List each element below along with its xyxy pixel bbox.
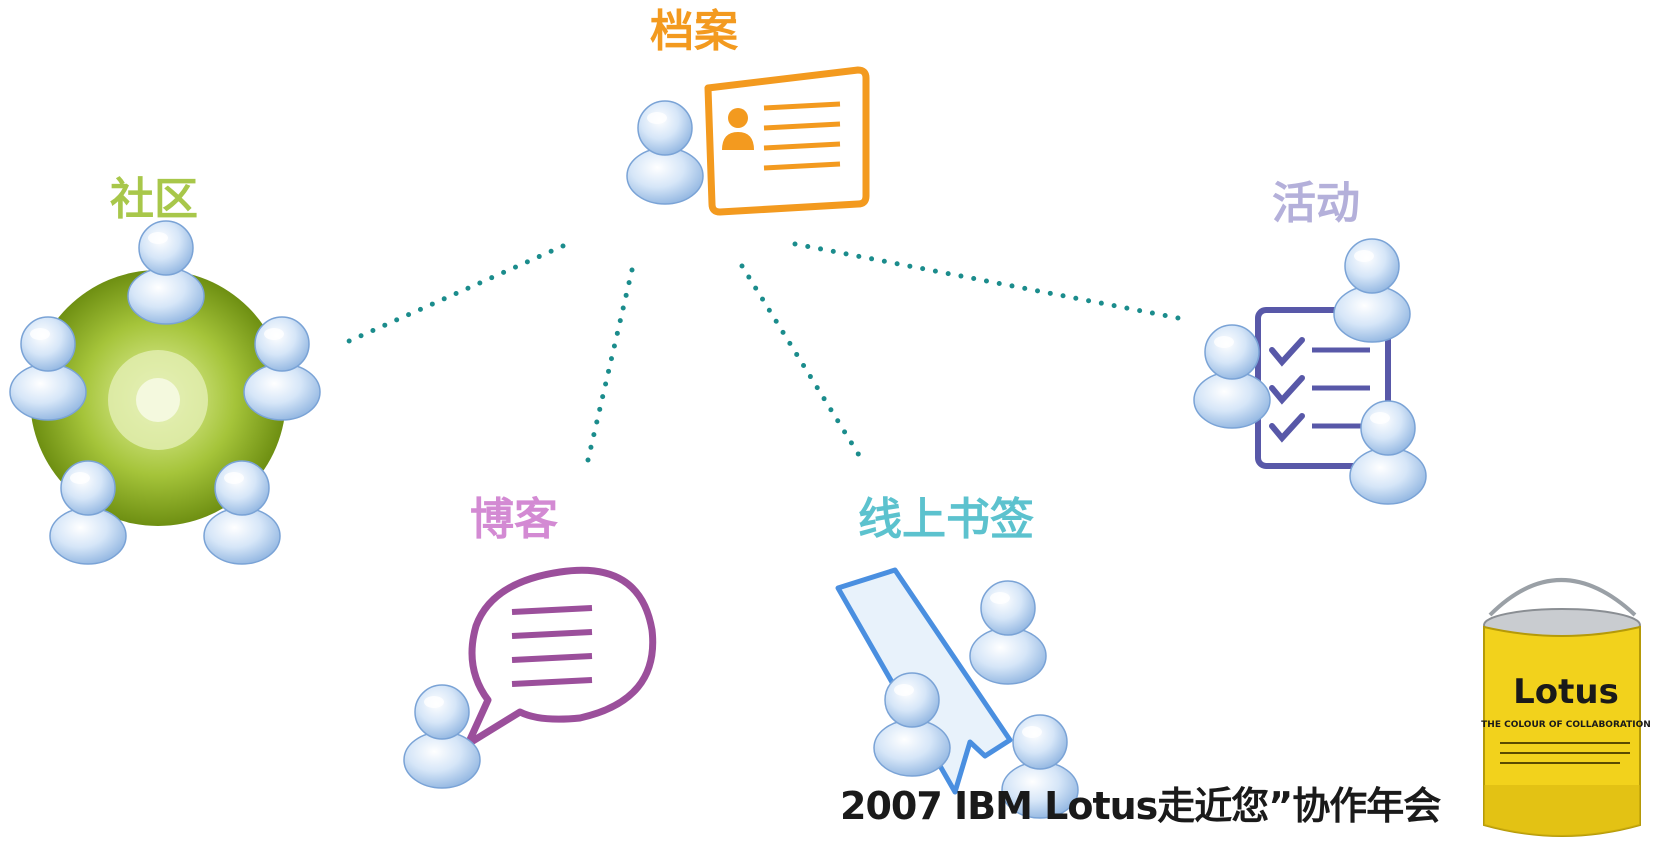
event-title: 2007 IBM Lotus走近您”协作年会 (840, 784, 1441, 828)
activities-label: 活动 (1272, 178, 1360, 229)
lotus-paint-can-image: Lotus THE COLOUR OF COLLABORATION (1481, 578, 1651, 837)
people-around-circle-icon (9, 220, 321, 565)
person-with-speech-bubble-icon (403, 566, 657, 789)
people-with-bookmark-icon (835, 567, 1079, 819)
people-with-checklist-icon (1193, 238, 1427, 505)
bookmarks-label: 线上书签 (858, 494, 1034, 545)
can-brand: Lotus (1513, 672, 1619, 712)
person-with-id-card-icon (626, 66, 870, 216)
blogs-label: 博客 (470, 494, 558, 545)
connector-lines (335, 241, 1181, 463)
can-tagline: THE COLOUR OF COLLABORATION (1481, 720, 1651, 730)
profiles-label: 档案 (650, 6, 738, 57)
communities-label: 社区 (110, 174, 198, 225)
